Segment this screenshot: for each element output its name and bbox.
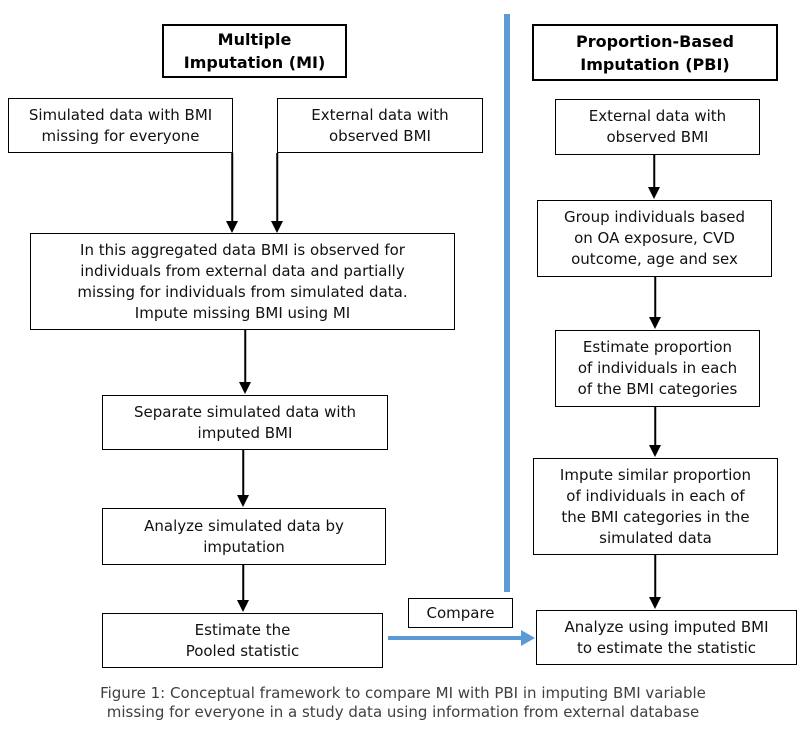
mi-separate-box: Separate simulated data with imputed BMI xyxy=(102,395,388,450)
mi-external-data-box: External data with observed BMI xyxy=(277,98,483,153)
pbi-group-box: Group individuals based on OA exposure, … xyxy=(537,200,772,277)
arrow-shaft xyxy=(242,565,244,601)
pbi-impute-box: Impute similar proportion of individuals… xyxy=(533,458,778,555)
mi-estimate-box: Estimate the Pooled statistic xyxy=(102,613,383,668)
arrowhead-icon xyxy=(237,495,249,507)
arrowhead-icon xyxy=(649,597,661,609)
arrowhead-icon xyxy=(271,221,283,233)
arrow-down-icon xyxy=(271,153,283,233)
arrow-shaft xyxy=(654,277,656,318)
pbi-estimate-proportion-box: Estimate proportion of individuals in ea… xyxy=(555,330,760,407)
arrow-down-icon xyxy=(648,155,660,199)
mi-aggregated-data-box: In this aggregated data BMI is observed … xyxy=(30,233,455,330)
arrow-down-icon xyxy=(649,555,661,609)
arrowhead-icon xyxy=(649,445,661,457)
arrow-down-icon xyxy=(239,330,251,394)
compare-arrow-right-icon xyxy=(388,630,535,646)
arrowhead-icon xyxy=(521,630,535,646)
mi-analyze-box: Analyze simulated data by imputation xyxy=(102,508,386,565)
arrow-shaft xyxy=(231,153,233,222)
arrow-shaft xyxy=(654,407,656,446)
arrow-shaft xyxy=(653,155,655,188)
arrow-shaft xyxy=(242,450,244,496)
pbi-external-data-box: External data with observed BMI xyxy=(555,99,760,155)
compare-box: Compare xyxy=(408,598,513,628)
arrow-shaft xyxy=(654,555,656,598)
pbi-analyze-box: Analyze using imputed BMI to estimate th… xyxy=(536,610,797,665)
arrowhead-icon xyxy=(239,382,251,394)
pbi-header-box: Proportion-Based Imputation (PBI) xyxy=(532,24,778,81)
arrow-down-icon xyxy=(649,407,661,457)
arrow-down-icon xyxy=(226,153,238,233)
arrow-shaft xyxy=(276,153,278,222)
arrowhead-icon xyxy=(648,187,660,199)
arrow-down-icon xyxy=(237,450,249,507)
arrowhead-icon xyxy=(237,600,249,612)
arrow-shaft xyxy=(388,636,522,640)
arrowhead-icon xyxy=(226,221,238,233)
column-divider xyxy=(504,14,510,592)
arrow-shaft xyxy=(244,330,246,383)
arrow-down-icon xyxy=(237,565,249,612)
mi-header-box: Multiple Imputation (MI) xyxy=(162,24,347,78)
mi-simulated-data-box: Simulated data with BMI missing for ever… xyxy=(8,98,233,153)
figure-caption: Figure 1: Conceptual framework to compar… xyxy=(100,684,706,721)
arrow-down-icon xyxy=(649,277,661,329)
arrowhead-icon xyxy=(649,317,661,329)
